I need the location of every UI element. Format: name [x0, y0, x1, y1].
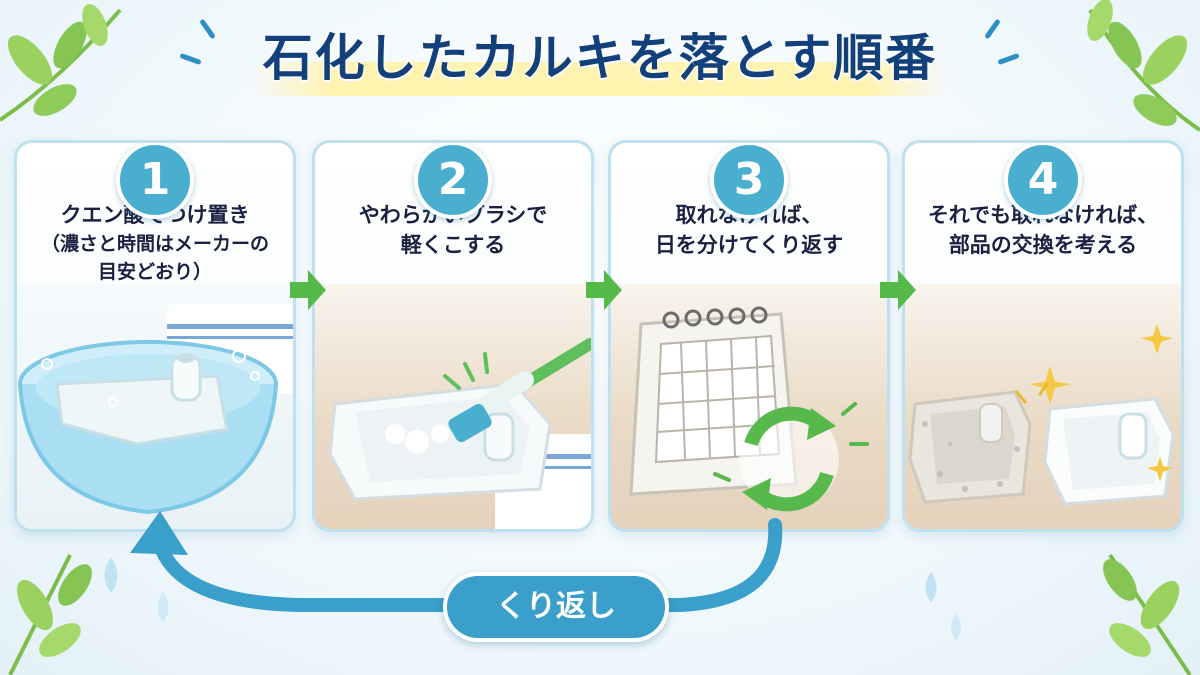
water-drop-icon [104, 557, 118, 593]
step-1-number-badge: 1 [116, 143, 194, 219]
step-3-scene [611, 284, 887, 529]
part-replace-icon [908, 324, 1175, 506]
water-drop-icon [951, 613, 961, 641]
step-card-2: やわらかいブラシで 軽くこする 2 [312, 140, 594, 532]
step-card-4: それでも取れなければ、 部品の交換を考える 4 [902, 140, 1184, 532]
leaf-branch-bottom-left-icon [8, 554, 92, 675]
next-step-arrow-icon [290, 270, 326, 310]
leaf-branch-bottom-right-icon [1103, 553, 1192, 675]
repeat-label: くり返し [443, 572, 669, 642]
step-3-number-badge: 3 [710, 143, 788, 219]
next-step-arrow-icon [586, 270, 622, 310]
leaf-branch-top-left-icon [0, 3, 122, 122]
page-title: 石化したカルキを落とす順番 [262, 29, 938, 87]
water-drop-icon [925, 571, 937, 603]
step-4-scene [905, 284, 1181, 529]
step-card-1: クエン酸でつけ置き （濃さと時間はメーカーの 目安どおり） 1 [14, 140, 296, 532]
water-drop-icon [157, 591, 169, 623]
basin-soak-icon [18, 304, 293, 515]
loop-back-arrow-icon [130, 511, 783, 612]
toothbrush-scrub-icon [328, 338, 591, 529]
step-1-line-3: 目安どおり） [97, 261, 212, 283]
step-4-number-badge: 4 [1004, 143, 1082, 219]
step-4-line-2: 部品の交換を考える [948, 233, 1138, 257]
next-step-arrow-icon [880, 270, 916, 310]
step-1-scene [17, 284, 293, 529]
calendar-repeat-icon [629, 306, 869, 512]
step-card-3: 取れなければ、 日を分けてくり返す 3 [608, 140, 890, 532]
step-1-line-2: （濃さと時間はメーカーの [40, 233, 269, 255]
step-2-scene [315, 284, 591, 529]
title-highlight [250, 62, 950, 96]
step-2-number-badge: 2 [414, 143, 492, 219]
step-2-line-2: 軽くこする [400, 233, 506, 257]
step-3-line-2: 日を分けてくり返す [654, 233, 844, 257]
leaf-branch-top-right-icon [1087, 0, 1200, 132]
